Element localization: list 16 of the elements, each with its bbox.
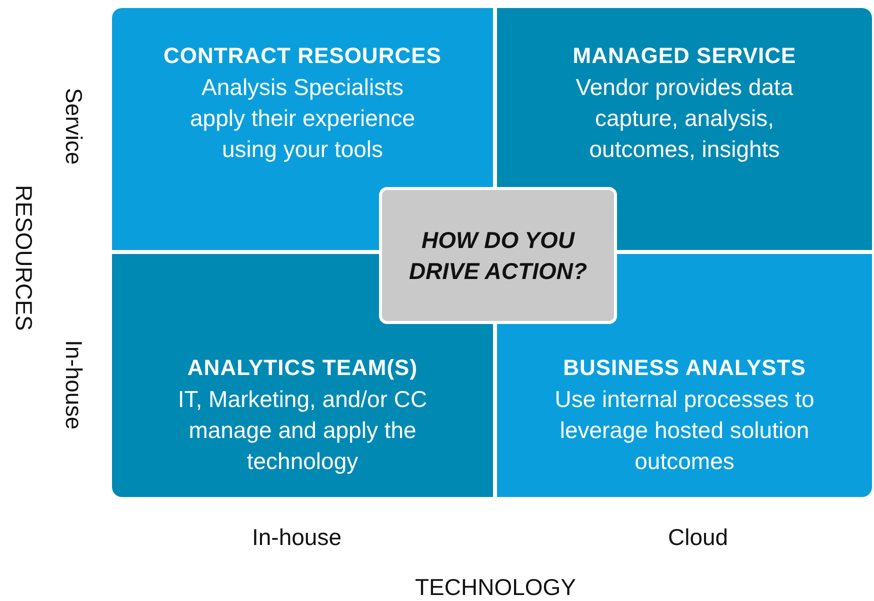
quadrant-description: Analysis Specialists apply their experience using your tools — [188, 73, 416, 164]
axis-value-label: Service — [60, 88, 87, 165]
axis-value-label: Cloud — [668, 524, 728, 551]
axis-title: TECHNOLOGY — [415, 574, 576, 601]
axis-value-label: In-house — [252, 524, 342, 551]
center-box — [379, 187, 617, 324]
quadrant-description: IT, Marketing, and/or CC manage and apply the technology — [176, 385, 428, 476]
quadrant-description: Vendor provides data capture, analysis, outcomes, insights — [574, 73, 794, 164]
quadrant-description: Use internal processes to leverage hosted solution outcomes — [554, 385, 816, 476]
quadrant-heading: ANALYTICS TEAM(S) — [187, 354, 418, 382]
quadrant-heading: CONTRACT RESOURCES — [164, 42, 442, 70]
axis-value-label: In-house — [60, 340, 87, 430]
quadrant-heading: BUSINESS ANALYSTS — [563, 354, 806, 382]
axis-title: RESOURCES — [10, 185, 37, 331]
quadrant-heading: MANAGED SERVICE — [572, 42, 796, 70]
center-question: HOW DO YOU DRIVE ACTION? — [408, 226, 588, 286]
